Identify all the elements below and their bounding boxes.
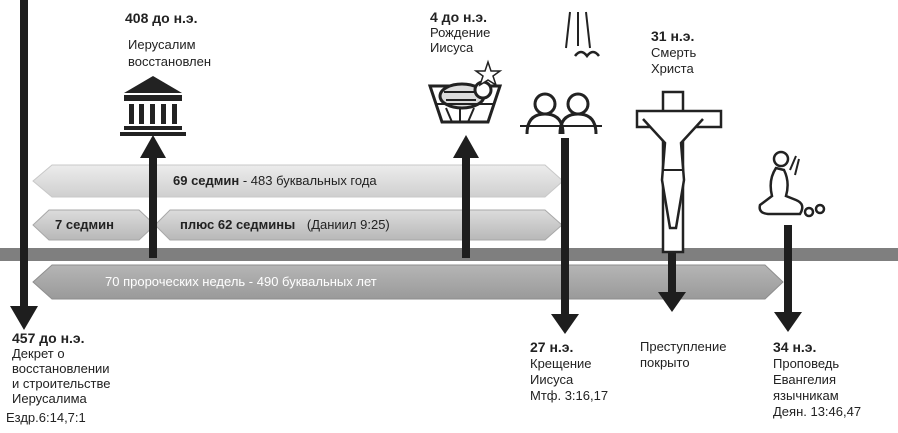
text-decree-3: и строительстве: [12, 376, 111, 391]
ref-decree: Ездр.6:14,7:1: [6, 410, 86, 425]
bar-62-bold: плюс 62 седмины: [180, 217, 296, 232]
date-34ad: 34 н.э.: [773, 339, 817, 355]
label-69-sevens: 69 седмин - 483 буквальных года: [173, 173, 377, 189]
date-408: 408 до н.э.: [125, 10, 198, 26]
text-death-2: Христа: [651, 61, 694, 76]
timeline-bar: [0, 248, 898, 261]
text-jerusalem-2: восстановлен: [128, 54, 212, 69]
bar-69-bold: 69 седмин: [173, 173, 240, 188]
label-crime: Преступление покрыто: [640, 339, 726, 371]
date-4bc: 4 до н.э.: [430, 9, 487, 25]
label-31ad: 31 н.э. Смерть Христа: [651, 28, 696, 77]
text-decree-4: Иерусалима: [12, 391, 87, 406]
ref-baptism: Мтф. 3:16,17: [530, 388, 609, 403]
arrow-27ad: [561, 138, 569, 318]
text-baptism-2: Иисуса: [530, 372, 574, 387]
text-gentiles-3: язычникам: [773, 388, 839, 403]
text-death-1: Смерть: [651, 45, 697, 60]
text-decree-2: восстановлении: [12, 361, 110, 376]
label-70-weeks: 70 пророческих недель - 490 буквальных л…: [105, 274, 377, 290]
arrow-408: [149, 155, 157, 258]
text-crime-1: Преступление: [640, 339, 727, 354]
label-62-sevens: плюс 62 седмины (Даниил 9:25): [180, 217, 390, 233]
text-birth-1: Рождение: [430, 25, 491, 40]
text-crime-2: покрыто: [640, 355, 690, 370]
label-457: 457 до н.э. Декрет о восстановлении и ст…: [6, 330, 111, 426]
label-27ad: 27 н.э. Крещение Иисуса Мтф. 3:16,17: [530, 339, 608, 404]
text-birth-2: Иисуса: [430, 40, 474, 55]
manger-icon: [427, 59, 503, 124]
arrow-4bc: [462, 155, 470, 258]
bar-70-weeks: [32, 264, 784, 300]
bar-62-rest: (Даниил 9:25): [306, 217, 390, 232]
text-gentiles-1: Проповедь: [773, 356, 840, 371]
bar-69-rest: - 483 буквальных года: [239, 173, 377, 188]
date-457: 457 до н.э.: [12, 330, 85, 346]
text-gentiles-2: Евангелия: [773, 372, 836, 387]
label-4bc: 4 до н.э. Рождение Иисуса: [430, 9, 491, 56]
bar-7-bold: 7 седмин: [55, 217, 115, 232]
bar-70-text: 70 пророческих недель - 490 буквальных л…: [105, 274, 377, 289]
label-408: 408 до н.э.: [125, 10, 198, 27]
temple-icon: [120, 76, 186, 136]
text-baptism-1: Крещение: [530, 356, 592, 371]
text-decree-1: Декрет о: [12, 346, 65, 361]
date-31ad: 31 н.э.: [651, 28, 695, 44]
ref-gentiles: Деян. 13:46,47: [773, 404, 862, 419]
arrow-457: [20, 0, 28, 308]
label-408-desc: Иерусалим восстановлен: [128, 36, 211, 70]
text-jerusalem-1: Иерусалим: [128, 37, 196, 52]
arrow-34ad: [784, 225, 792, 315]
crucifix-icon: [635, 90, 723, 254]
label-34ad: 34 н.э. Проповедь Евангелия язычникам Де…: [773, 339, 861, 420]
label-7-sevens: 7 седмин: [55, 217, 114, 233]
praying-man-icon: [758, 150, 826, 218]
baptism-icon: [520, 11, 602, 135]
date-27ad: 27 н.э.: [530, 339, 574, 355]
